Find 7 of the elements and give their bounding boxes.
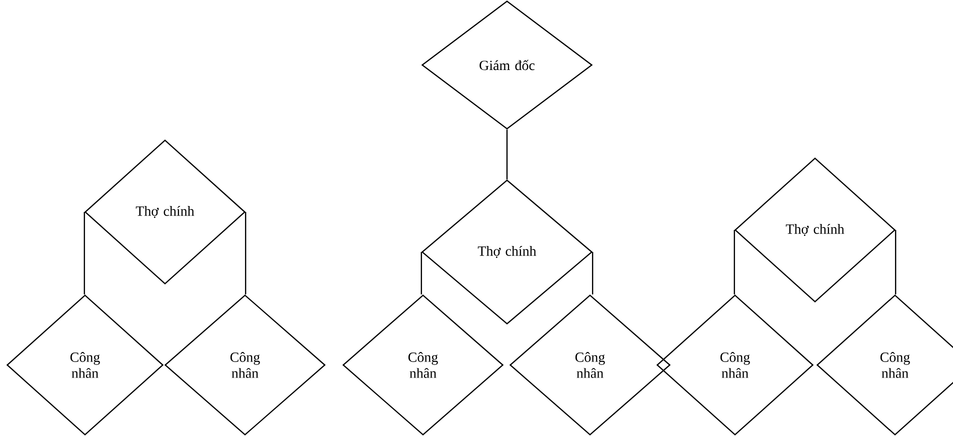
connector-line xyxy=(420,252,422,294)
connector-line xyxy=(506,130,508,180)
connector-line xyxy=(734,230,735,294)
connector-line xyxy=(245,212,246,294)
connector-line xyxy=(84,212,85,294)
connector-line xyxy=(592,252,594,294)
connector-line xyxy=(895,230,896,294)
